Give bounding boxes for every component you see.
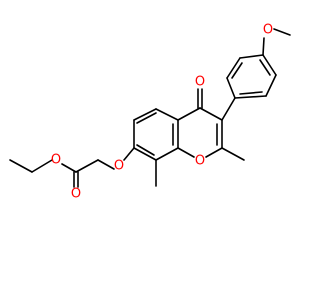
bond-aryl-2-inner (231, 62, 243, 79)
bond-aryl-4-inner (259, 59, 271, 76)
bond-c8-c7 (133, 147, 157, 161)
bond-c4-c3 (199, 107, 223, 121)
carbonyl-oxygen-label: O (195, 75, 205, 90)
bond-aryl-2 (226, 57, 241, 79)
bond-aryl-ome (262, 37, 265, 56)
bond-aryl-6 (234, 95, 267, 99)
ester-single-oxygen-label: O (51, 153, 61, 168)
methoxy-oxygen-label: O (263, 23, 273, 38)
bond-c6-c5 (133, 108, 157, 121)
bond-carbonyl-o-single (61, 163, 77, 173)
aryl-ether-oxygen-label: O (114, 159, 124, 174)
bond-c8a-c8 (155, 147, 179, 161)
ester-carbonyl-oxygen-label: O (71, 187, 81, 202)
bond-aryl-4 (262, 54, 277, 76)
bond-ome-methyl (273, 28, 291, 36)
bonds (9, 28, 291, 188)
bond-o-ch2 (97, 159, 115, 170)
bond-c3-aryl (221, 97, 236, 121)
bond-c7-o (123, 147, 135, 161)
bond-c4a-c4 (177, 107, 201, 121)
bond-ch2-carbonyl (75, 159, 99, 173)
bond-aryl-1 (226, 77, 236, 99)
atom-labels: O O O O O O (51, 23, 273, 202)
bond-ethyl-ch3 (9, 159, 33, 173)
bond-o-ethyl-ch2 (31, 159, 53, 173)
bond-aryl-5 (265, 74, 277, 97)
bond-c6-c5-inner (136, 112, 157, 124)
bond-o1-c8a (177, 147, 195, 158)
bond-c5-c4a (155, 108, 179, 121)
bond-aryl-3 (239, 54, 264, 59)
bond-c8-c7-inner (136, 144, 155, 156)
bond-aryl-6-inner (239, 91, 263, 95)
bond-c2-o1 (205, 147, 223, 158)
bond-c2-methyl (221, 147, 245, 161)
chemical-structure-diagram: O O O O O O (9, 23, 291, 202)
ring-oxygen-label: O (195, 154, 205, 169)
